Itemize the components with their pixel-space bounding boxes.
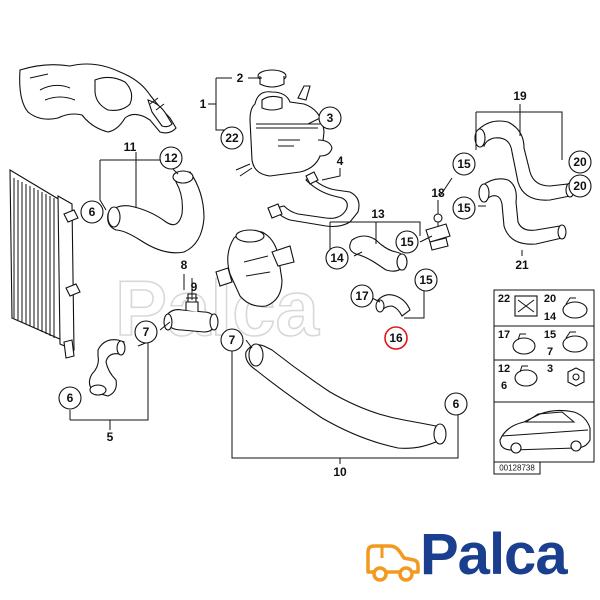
thermostat-housing (215, 229, 295, 307)
callout-7-right: 7 (220, 328, 244, 352)
callout-9: 9 (191, 280, 198, 294)
expansion-tank (235, 69, 333, 177)
legend-3: 3 (547, 363, 553, 375)
callout-14: 14 (325, 246, 349, 270)
callout-11: 11 (124, 140, 137, 154)
radiator (9, 169, 81, 359)
callout-21: 21 (515, 258, 529, 272)
callout-15-b-label: 15 (457, 201, 471, 215)
callout-15-d: 15 (414, 268, 438, 292)
callout-20-a: 20 (568, 150, 592, 174)
t-piece-8 (163, 293, 219, 333)
callout-18-label: 18 (431, 186, 445, 200)
callout-22-label: 22 (225, 131, 239, 145)
legend-14: 14 (544, 311, 557, 323)
callout-19-label: 19 (513, 89, 527, 103)
hose-16 (377, 294, 411, 317)
sensor-18 (425, 213, 451, 251)
legend-6: 6 (501, 380, 507, 392)
callout-7-right-label: 7 (229, 333, 236, 347)
callout-19: 19 (513, 89, 527, 103)
callout-20-b-label: 20 (573, 179, 587, 193)
hose-11 (107, 171, 205, 254)
callout-2: 2 (237, 71, 244, 85)
callout-8: 8 (181, 258, 188, 272)
legend-20: 20 (544, 293, 556, 305)
callout-7-left: 7 (134, 320, 158, 344)
callout-3-label: 3 (327, 111, 334, 125)
callout-17: 17 (350, 284, 374, 308)
callout-1: 1 (200, 97, 207, 111)
callout-13-label: 13 (371, 207, 385, 221)
legend-17: 17 (498, 329, 510, 341)
callout-6-top: 6 (80, 200, 104, 224)
callout-6-top-label: 6 (89, 205, 96, 219)
legend-15: 15 (544, 329, 556, 341)
callout-14-label: 14 (330, 251, 344, 265)
callout-15-b: 15 (452, 196, 476, 220)
callout-7-left-label: 7 (143, 325, 150, 339)
callout-20-a-label: 20 (573, 155, 587, 169)
callout-12-label: 12 (164, 151, 178, 165)
callout-16-highlighted: 16 (384, 326, 408, 350)
callout-17-label: 17 (355, 289, 369, 303)
leader-lines (69, 77, 578, 464)
callout-11-label: 11 (124, 140, 137, 154)
water-pump-housing (19, 63, 177, 134)
legend-7: 7 (547, 346, 553, 358)
callout-9-label: 9 (191, 280, 198, 294)
callout-4-label: 4 (337, 154, 344, 168)
callout-1-label: 1 (200, 97, 207, 111)
palca-logo-text: Palca (420, 522, 568, 587)
car-logo-icon (366, 544, 420, 582)
callout-22: 22 (220, 126, 244, 150)
callout-5-label: 5 (107, 430, 114, 444)
callout-15-c-label: 15 (400, 235, 414, 249)
callout-18: 18 (431, 186, 445, 200)
hose-4 (275, 175, 360, 228)
legend-22: 22 (498, 293, 510, 305)
hoses-19-20-21 (474, 120, 575, 245)
callout-2-label: 2 (237, 71, 244, 85)
callout-15-c: 15 (395, 230, 419, 254)
callout-8-label: 8 (181, 258, 188, 272)
callout-6-left: 6 (58, 386, 82, 410)
callout-3: 3 (318, 106, 342, 130)
clamp-legend: 22 20 14 17 15 7 12 6 3 (493, 289, 595, 403)
callout-6-left-label: 6 (67, 391, 74, 405)
legend-12: 12 (498, 363, 510, 375)
callout-13: 13 (371, 207, 385, 221)
callout-15-a: 15 (452, 152, 476, 176)
car-thumbnail (493, 401, 595, 463)
callout-10: 10 (333, 465, 347, 479)
callout-10-label: 10 (333, 465, 347, 479)
callout-15-a-label: 15 (457, 157, 471, 171)
callout-4: 4 (337, 154, 344, 168)
hose-10 (245, 344, 441, 449)
callout-21-label: 21 (515, 258, 529, 272)
diagram-code-box: 00128738 (493, 461, 541, 475)
callout-15-d-label: 15 (419, 273, 433, 287)
callout-16-label: 16 (389, 331, 403, 345)
callout-5: 5 (107, 430, 114, 444)
diagram-code: 00128738 (499, 464, 535, 473)
callout-6-right-label: 6 (453, 397, 460, 411)
callout-20-b: 20 (568, 174, 592, 198)
callout-12: 12 (159, 146, 183, 170)
palca-logo: Palca (360, 518, 590, 592)
callout-6-right: 6 (444, 392, 468, 416)
